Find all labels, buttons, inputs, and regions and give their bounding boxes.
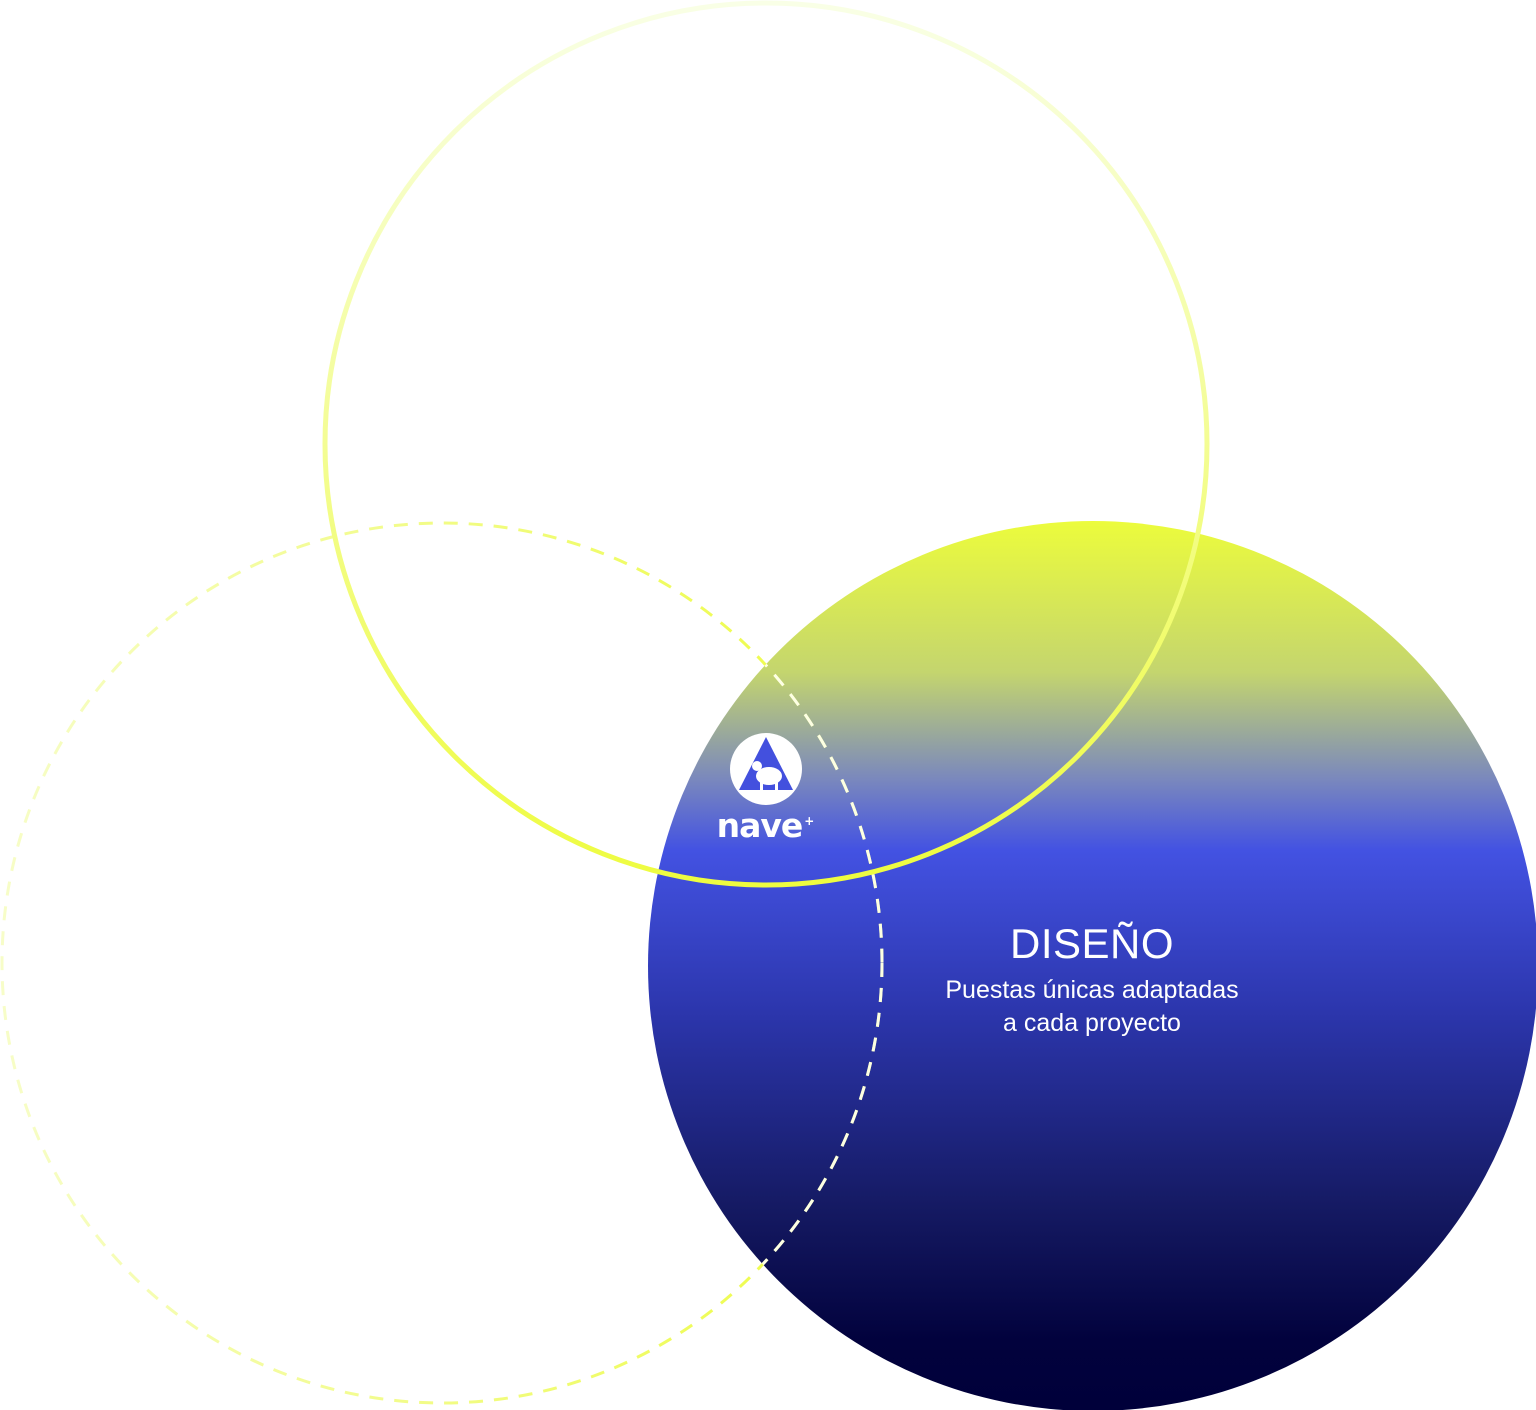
venn-circle-right xyxy=(648,521,1536,1410)
section-title: DISEÑO xyxy=(1009,920,1175,967)
venn-circle-left-overlap xyxy=(648,521,884,1405)
brand-mark: + xyxy=(804,814,814,828)
section-description: Puestas únicas adaptadas a cada proyecto xyxy=(912,974,1272,1040)
brand-name-text: nave xyxy=(716,806,804,845)
section-description-line-1: Puestas únicas adaptadas xyxy=(945,976,1239,1004)
venn-circle-top xyxy=(322,0,1210,888)
brand-name: nave+ xyxy=(700,806,830,845)
sheep-in-triangle-logo-icon xyxy=(730,733,802,805)
section-description-line-2: a cada proyecto xyxy=(1003,1009,1181,1037)
